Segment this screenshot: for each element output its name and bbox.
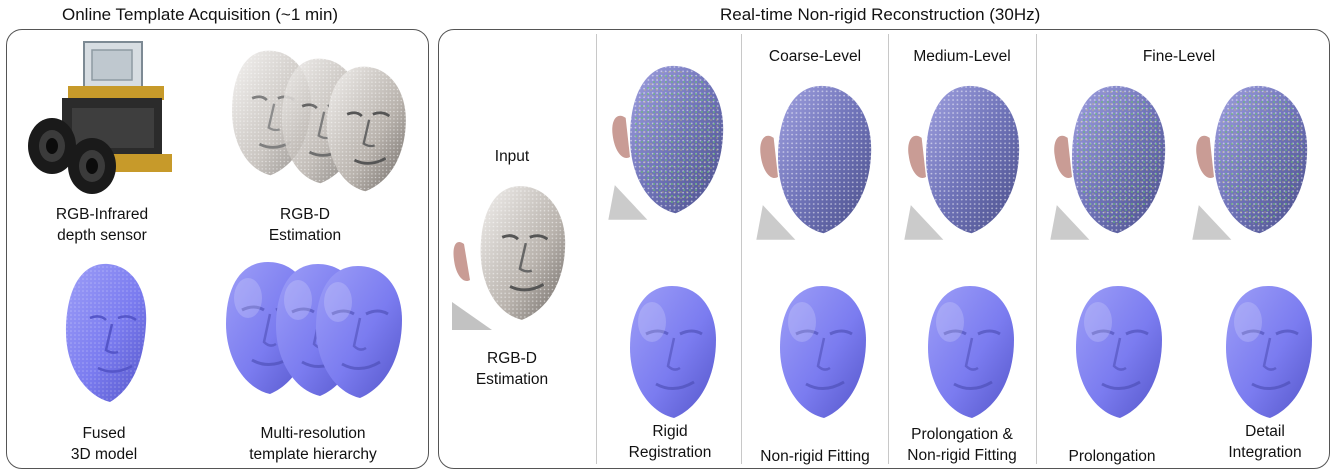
medium-face-image xyxy=(920,282,1020,422)
medium-label-line-2: Non-rigid Fitting xyxy=(907,447,1017,464)
fused-label-line-2: 3D model xyxy=(70,446,138,463)
hierarchy-label: Multi-resolution template hierarchy xyxy=(249,423,377,465)
rgbd-label-line-1: RGB-D xyxy=(280,206,330,223)
rigid-face-image xyxy=(622,282,722,422)
depth-sensor-image xyxy=(22,38,172,198)
coarse-face-image xyxy=(772,282,872,422)
template-hierarchy-image xyxy=(218,258,408,408)
hierarchy-label-line-2: template hierarchy xyxy=(249,446,377,463)
fused-label: Fused 3D model xyxy=(71,423,137,465)
column-divider xyxy=(1036,34,1037,464)
medium-label-line-1: Prolongation & xyxy=(911,426,1013,443)
prolongation-face-image xyxy=(1068,282,1168,422)
column-divider xyxy=(741,34,742,464)
sensor-label: RGB-Infrared depth sensor xyxy=(56,204,148,246)
medium-scan-image xyxy=(900,76,1035,246)
rigid-label-line-1: Rigid xyxy=(652,423,688,440)
prolongation-label-line-1: Prolongation xyxy=(1068,448,1156,465)
level-label-medium: Medium-Level xyxy=(913,48,1011,65)
fused-label-line-1: Fused xyxy=(82,425,126,442)
left-panel xyxy=(6,29,429,469)
rgbd-scan-stack-image xyxy=(210,42,410,202)
detail-label-line-2: Integration xyxy=(1228,444,1302,461)
input-scan-image xyxy=(452,172,577,332)
medium-label: Prolongation & Non-rigid Fitting xyxy=(907,424,1016,466)
detail-label-line-1: Detail xyxy=(1245,423,1285,440)
coarse-scan-image xyxy=(752,76,887,246)
rigid-scan-image xyxy=(604,56,739,226)
sensor-label-line-1: RGB-Infrared xyxy=(55,206,149,223)
column-divider xyxy=(888,34,889,464)
level-label-fine: Fine-Level xyxy=(1142,48,1216,65)
detail-face-image xyxy=(1218,282,1318,422)
sensor-label-line-2: depth sensor xyxy=(57,227,147,244)
detail-scan-image xyxy=(1188,76,1323,246)
column-divider xyxy=(596,34,597,464)
right-panel-title: Real-time Non-rigid Reconstruction (30Hz… xyxy=(720,5,1041,24)
detail-label: Detail Integration xyxy=(1228,421,1301,463)
rgbd-label: RGB-D Estimation xyxy=(269,204,341,246)
level-label-coarse: Coarse-Level xyxy=(768,48,862,65)
coarse-label: Non-rigid Fitting xyxy=(760,446,869,467)
input-label-line-1: RGB-D xyxy=(487,350,537,367)
rigid-label-line-2: Registration xyxy=(628,444,712,461)
right-panel xyxy=(438,29,1330,469)
prolongation-scan-image xyxy=(1046,76,1181,246)
fused-model-image xyxy=(50,258,160,408)
input-label: Input xyxy=(494,148,530,165)
input-estimation-label: RGB-D Estimation xyxy=(476,348,548,390)
hierarchy-label-line-1: Multi-resolution xyxy=(260,425,366,442)
left-panel-title: Online Template Acquisition (~1 min) xyxy=(62,5,339,24)
input-label-line-2: Estimation xyxy=(475,371,549,388)
prolongation-label: Prolongation xyxy=(1068,446,1155,467)
rgbd-label-line-2: Estimation xyxy=(268,227,342,244)
rigid-label: Rigid Registration xyxy=(629,421,712,463)
coarse-label-line-1: Non-rigid Fitting xyxy=(760,448,870,465)
